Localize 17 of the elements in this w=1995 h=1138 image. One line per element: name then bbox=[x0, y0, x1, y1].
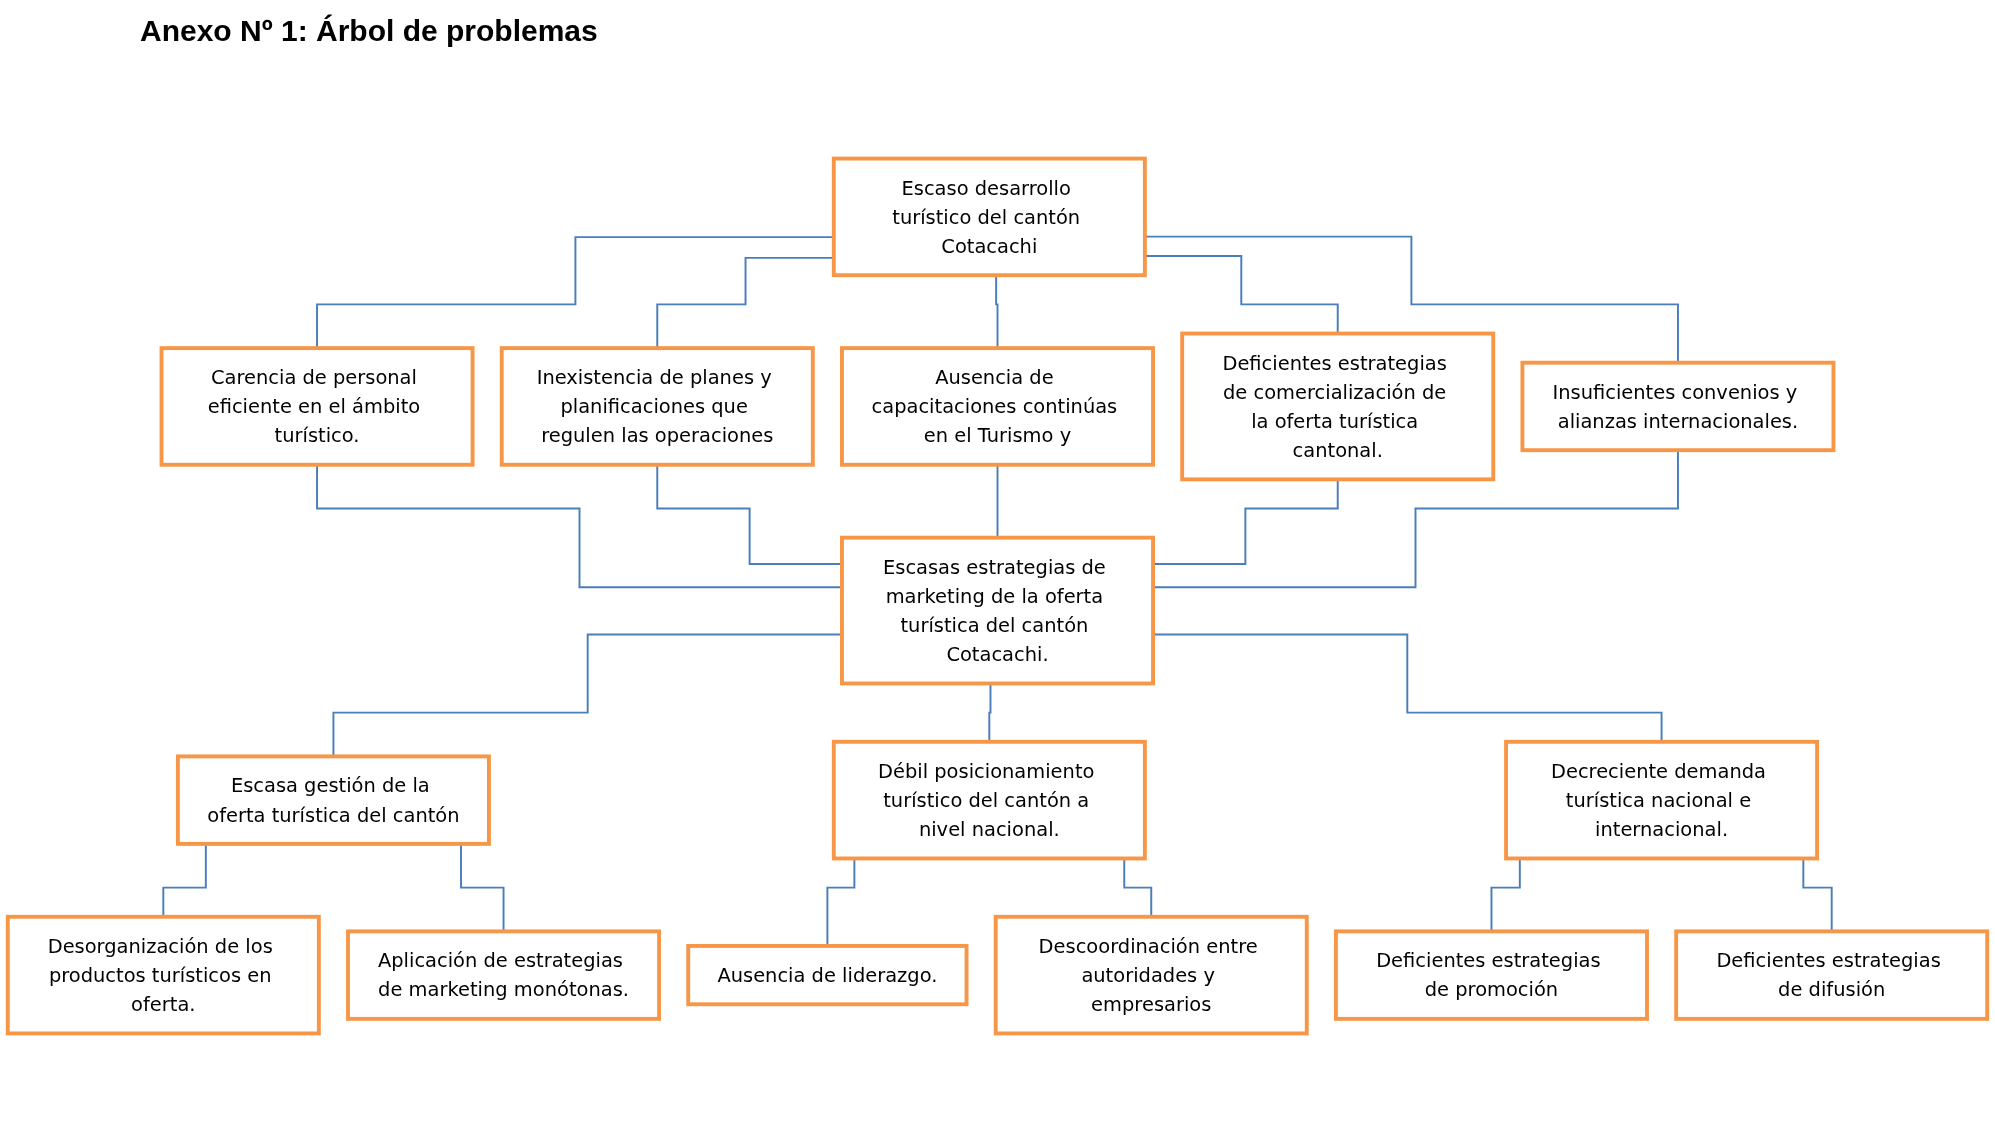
node-box: Decreciente demanda turística nacional e internacional. bbox=[1504, 739, 1820, 861]
node-box: Ausencia de capacitaciones continúas en el Turismo y bbox=[840, 346, 1155, 467]
node-box: Escaso desarrollo turístico del cantón Cotacachi bbox=[831, 156, 1147, 278]
node-box: Débil posicionamiento turístico del cantón a nivel nacional. bbox=[831, 739, 1147, 861]
node-box: Ausencia de liderazgo. bbox=[686, 944, 969, 1007]
node-box: Carencia de personal eficiente en el ámbito turístico. bbox=[159, 346, 475, 467]
node-box: Deficientes estrategias de promoción bbox=[1334, 929, 1649, 1021]
node-box: Inexistencia de planes y planificaciones que regulen las operaciones bbox=[499, 346, 815, 467]
node-box: Escasas estrategias de marketing de la oferta turística del cantón Cotacachi. bbox=[840, 535, 1155, 686]
node-box: Desorganización de los productos turísticos en oferta. bbox=[5, 914, 321, 1036]
node-box: Deficientes estrategias de difusión bbox=[1674, 929, 1990, 1021]
node-box: Insuficientes convenios y alianzas internacionales. bbox=[1520, 360, 1836, 453]
node-box: Escasa gestión de la oferta turística del cantón bbox=[175, 754, 491, 846]
diagram-title: Anexo Nº 1: Árbol de problemas bbox=[140, 14, 598, 48]
node-box: Aplicación de estrategias de marketing monótonas. bbox=[346, 929, 661, 1021]
node-box: Descoordinación entre autoridades y empresarios bbox=[993, 914, 1309, 1036]
node-box: Deficientes estrategias de comercialización de la oferta turística cantonal. bbox=[1180, 331, 1496, 482]
